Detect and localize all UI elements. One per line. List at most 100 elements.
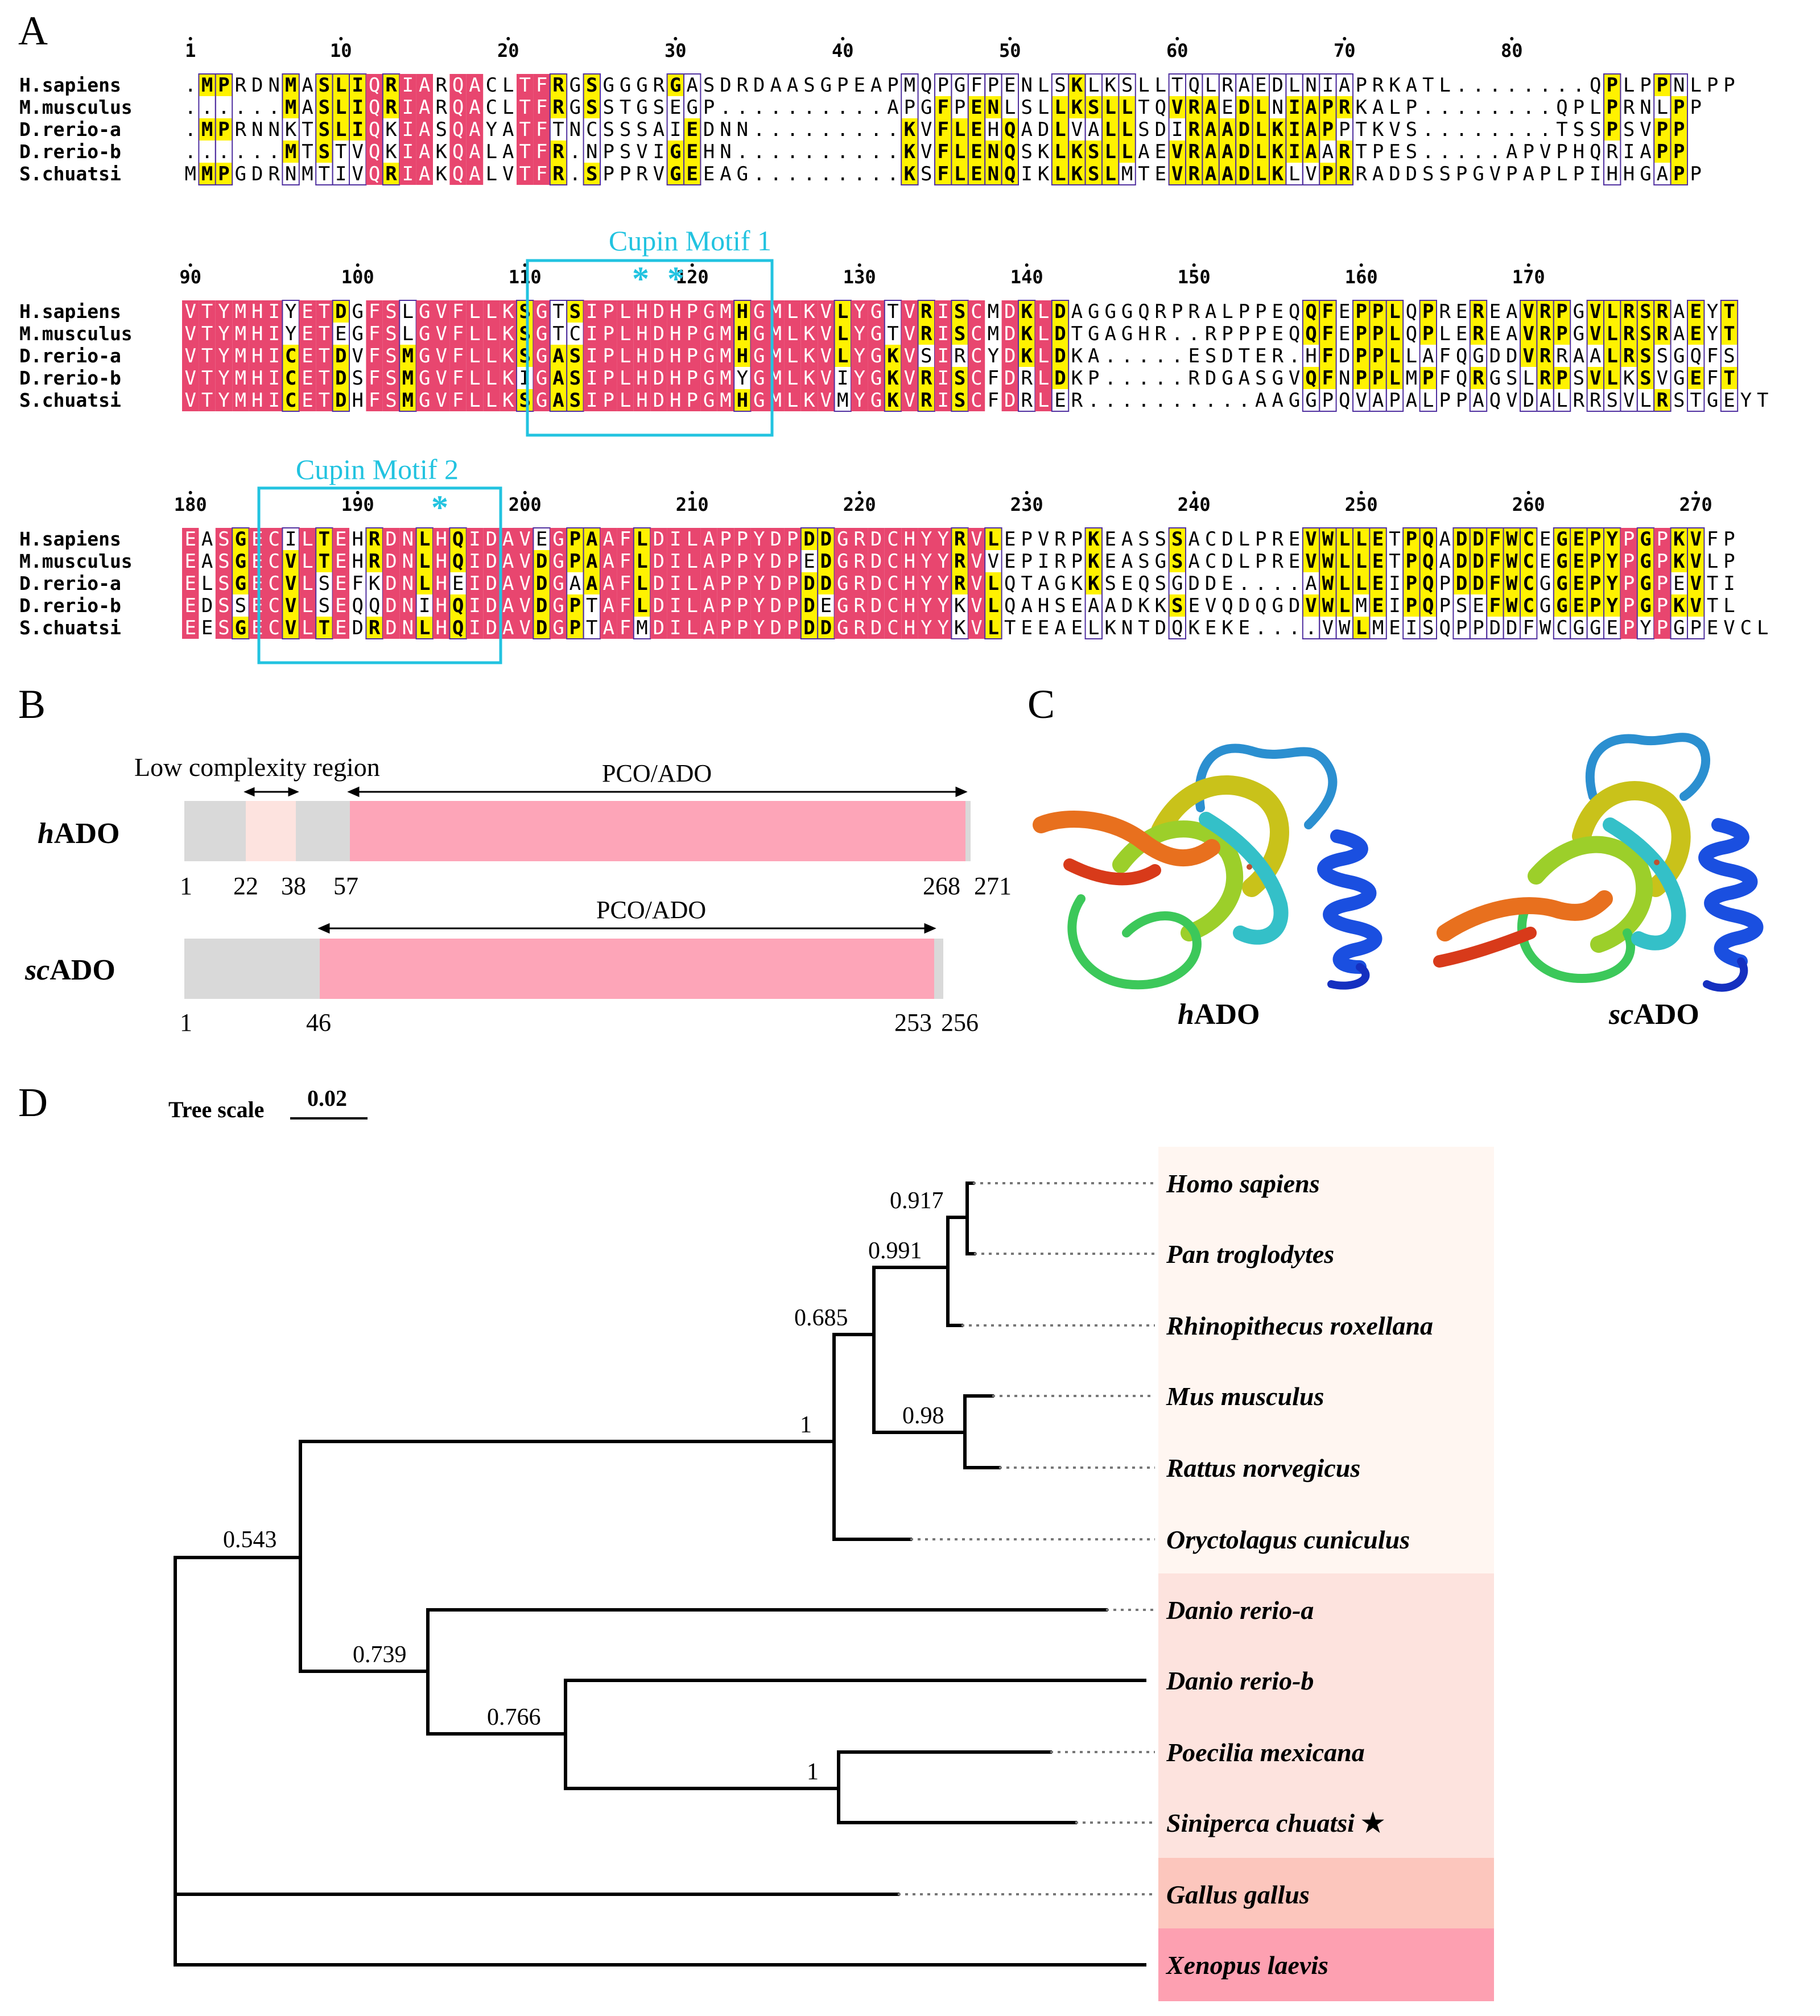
residue: L [1606,300,1617,323]
residue: R [1540,300,1551,323]
residue: D [1155,617,1166,639]
residue: A [1205,163,1216,185]
residue: E [335,550,346,573]
residue: T [1138,617,1149,639]
residue: L [1606,367,1617,390]
residue: G [1573,323,1584,345]
residue: S [218,550,229,573]
residue: . [753,141,765,163]
similarity-cell [1001,141,1018,163]
support-1a: 1 [800,1412,812,1438]
residue: E [1272,323,1283,345]
leaf-label: Rhinopithecus roxellana [1166,1311,1433,1340]
residue: V [904,323,915,345]
residue: K [1188,617,1200,639]
residue: V [1690,550,1701,573]
residue: Y [218,389,229,412]
protein-name-h: hADO [38,817,119,850]
similarity-cell [282,345,299,367]
residue: Q [352,594,363,617]
residue: V [1540,141,1551,163]
position-number: 270 [1679,494,1712,515]
residue: T [1138,163,1149,185]
residue: . [853,163,865,185]
residue: L [1239,528,1250,551]
residue: L [486,163,497,185]
residue: M [201,118,213,141]
similarity-cell [1051,345,1069,367]
residue: P [1372,323,1384,345]
similarity-cell [1252,96,1269,118]
residue: A [1021,118,1032,141]
residue: A [602,572,614,595]
identity-column [968,300,985,411]
residue: E [1255,345,1266,367]
residue: C [887,617,898,639]
residue: . [1104,345,1116,367]
residue: E [251,617,263,639]
residue: S [954,367,965,390]
residue: R [1272,550,1284,573]
similarity-cell [1051,118,1069,141]
tree-support-values: 0.917 0.991 0.685 1 0.98 0.543 0.739 0.7… [223,1188,944,1785]
residue: . [235,96,246,119]
similarity-cell [1369,345,1386,367]
residue: . [787,141,798,163]
residue: A [502,572,514,595]
residue: V [352,345,363,367]
residue: R [385,74,397,97]
residue: M [720,323,731,345]
residue: C [268,617,279,639]
similarity-cell [1587,300,1604,323]
residue: G [235,528,246,551]
residue: H [352,389,363,412]
residue: A [602,550,614,573]
similarity-cell [567,389,584,411]
residue: T [519,118,530,141]
residue: P [1623,572,1635,595]
residue: S [954,323,965,345]
residue: . [770,163,781,185]
similarity-cell [1537,345,1554,367]
position-dot [1175,37,1179,40]
sc-ado-helix-blue [1698,818,1764,968]
residue: S [620,118,631,141]
similarity-cell [316,96,333,118]
species-name: S.chuatsi [19,617,121,639]
identity-column [366,300,383,411]
residue: L [201,572,213,595]
residue: L [1389,323,1400,345]
support-991: 0.991 [868,1238,922,1264]
residue: K [1071,345,1083,367]
residue: N [402,528,414,551]
residue: D [803,594,815,617]
similarity-cell [282,141,299,163]
residue: K [887,389,899,412]
residue: G [352,300,363,323]
residue: R [737,74,749,97]
residue: N [988,141,999,163]
structure-label-h-prefix: h [1178,998,1194,1031]
residue: Q [1556,96,1567,119]
residue: R [552,163,564,185]
residue: V [820,389,832,412]
similarity-cell [667,74,684,96]
residue: E [251,550,263,573]
residue: D [1205,367,1216,390]
residue: D [870,617,882,639]
residue: A [419,141,430,163]
residue: Q [1221,594,1233,617]
residue: A [552,389,564,412]
residue: F [536,96,547,119]
similarity-cell [1068,96,1086,118]
residue: Y [285,300,296,323]
similarity-cell [1386,367,1404,389]
similarity-cell [349,74,366,96]
protein-name-h-suffix: ADO [54,817,120,850]
residue: I [469,550,480,573]
residue: . [184,96,196,119]
residue: T [1690,389,1701,412]
residue: . [853,96,865,119]
residue: Y [1707,323,1718,345]
residue: Q [1305,323,1316,345]
